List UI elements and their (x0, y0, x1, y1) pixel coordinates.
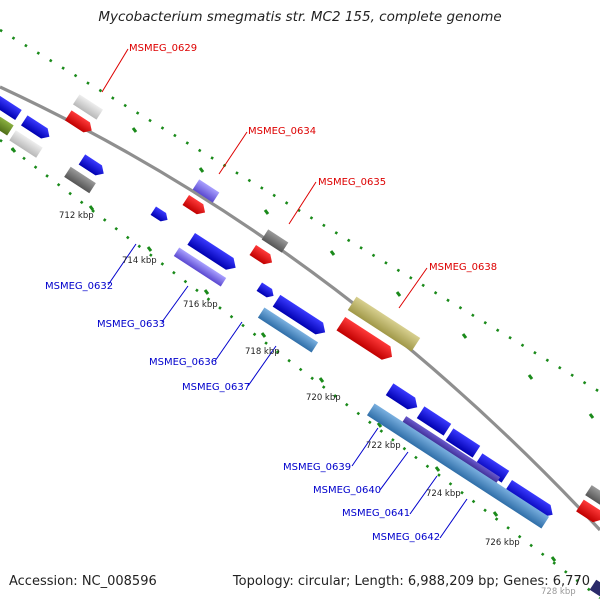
gene-feature (257, 307, 319, 353)
gene-feature (9, 130, 43, 158)
gene-feature (0, 94, 22, 121)
scale-label: 726 kbp (485, 538, 520, 548)
gene-feature (504, 479, 553, 517)
outer-tick-ring (0, 28, 600, 394)
gene-feature (416, 406, 452, 436)
scale-label: 722 kbp (366, 441, 401, 451)
scale-label: 714 kbp (122, 256, 157, 266)
gene-feature (385, 383, 418, 410)
gene-label[interactable]: MSMEG_0638 (429, 262, 497, 273)
gene-feature (576, 499, 600, 523)
genome-backbone (0, 85, 600, 532)
gene-label[interactable]: MSMEG_0637 (182, 382, 250, 393)
gene-feature (474, 453, 510, 483)
gene-feature (187, 232, 236, 270)
gene-label[interactable]: MSMEG_0639 (283, 462, 351, 473)
genome-summary-text: Topology: circular; Length: 6,988,209 bp… (232, 574, 590, 589)
gene-feature (272, 294, 326, 335)
gene-feature (401, 416, 501, 484)
major-ticks (10, 127, 595, 562)
gene-label[interactable]: MSMEG_0629 (129, 43, 197, 54)
gene-feature (366, 403, 550, 529)
scale-label: 716 kbp (183, 300, 218, 310)
inner-tick-ring (0, 138, 600, 600)
gene-feature (64, 166, 96, 194)
features (0, 94, 600, 597)
gene-feature (347, 296, 421, 352)
scale-label: 720 kbp (306, 393, 341, 403)
gene-label[interactable]: MSMEG_0640 (313, 485, 381, 496)
gene-feature (64, 110, 92, 133)
gene-feature (0, 116, 14, 136)
accession-text: Accession: NC_008596 (9, 574, 157, 589)
map-title: Mycobacterium smegmatis str. MC2 155, co… (98, 9, 502, 25)
gene-label[interactable]: MSMEG_0642 (372, 532, 440, 543)
gene-label[interactable]: MSMEG_0636 (149, 357, 217, 368)
gene-label[interactable]: MSMEG_0635 (318, 177, 386, 188)
gene-label[interactable]: MSMEG_0641 (342, 508, 410, 519)
gene-feature (589, 579, 600, 597)
gene-feature (192, 179, 220, 203)
scale-label: 724 kbp (426, 489, 461, 499)
gene-feature (173, 247, 227, 287)
gene-feature (20, 115, 50, 139)
gene-label[interactable]: MSMEG_0634 (248, 126, 316, 137)
gene-feature (585, 485, 600, 505)
gene-label[interactable]: MSMEG_0632 (45, 281, 113, 292)
blue-leaders (107, 243, 468, 539)
gene-feature (261, 229, 289, 253)
gene-label[interactable]: MSMEG_0633 (97, 319, 165, 330)
gene-feature (256, 282, 274, 298)
gene-feature (445, 428, 481, 458)
scale-label: 728 kbp (541, 587, 576, 597)
scale-label: 718 kbp (245, 347, 280, 357)
red-leaders (101, 48, 428, 309)
gene-feature (336, 316, 392, 360)
gene-feature (249, 244, 273, 265)
scale-label: 712 kbp (59, 211, 94, 221)
gene-feature (150, 206, 168, 222)
gene-feature (72, 94, 104, 120)
gene-feature (78, 154, 104, 176)
gene-feature (182, 194, 206, 215)
